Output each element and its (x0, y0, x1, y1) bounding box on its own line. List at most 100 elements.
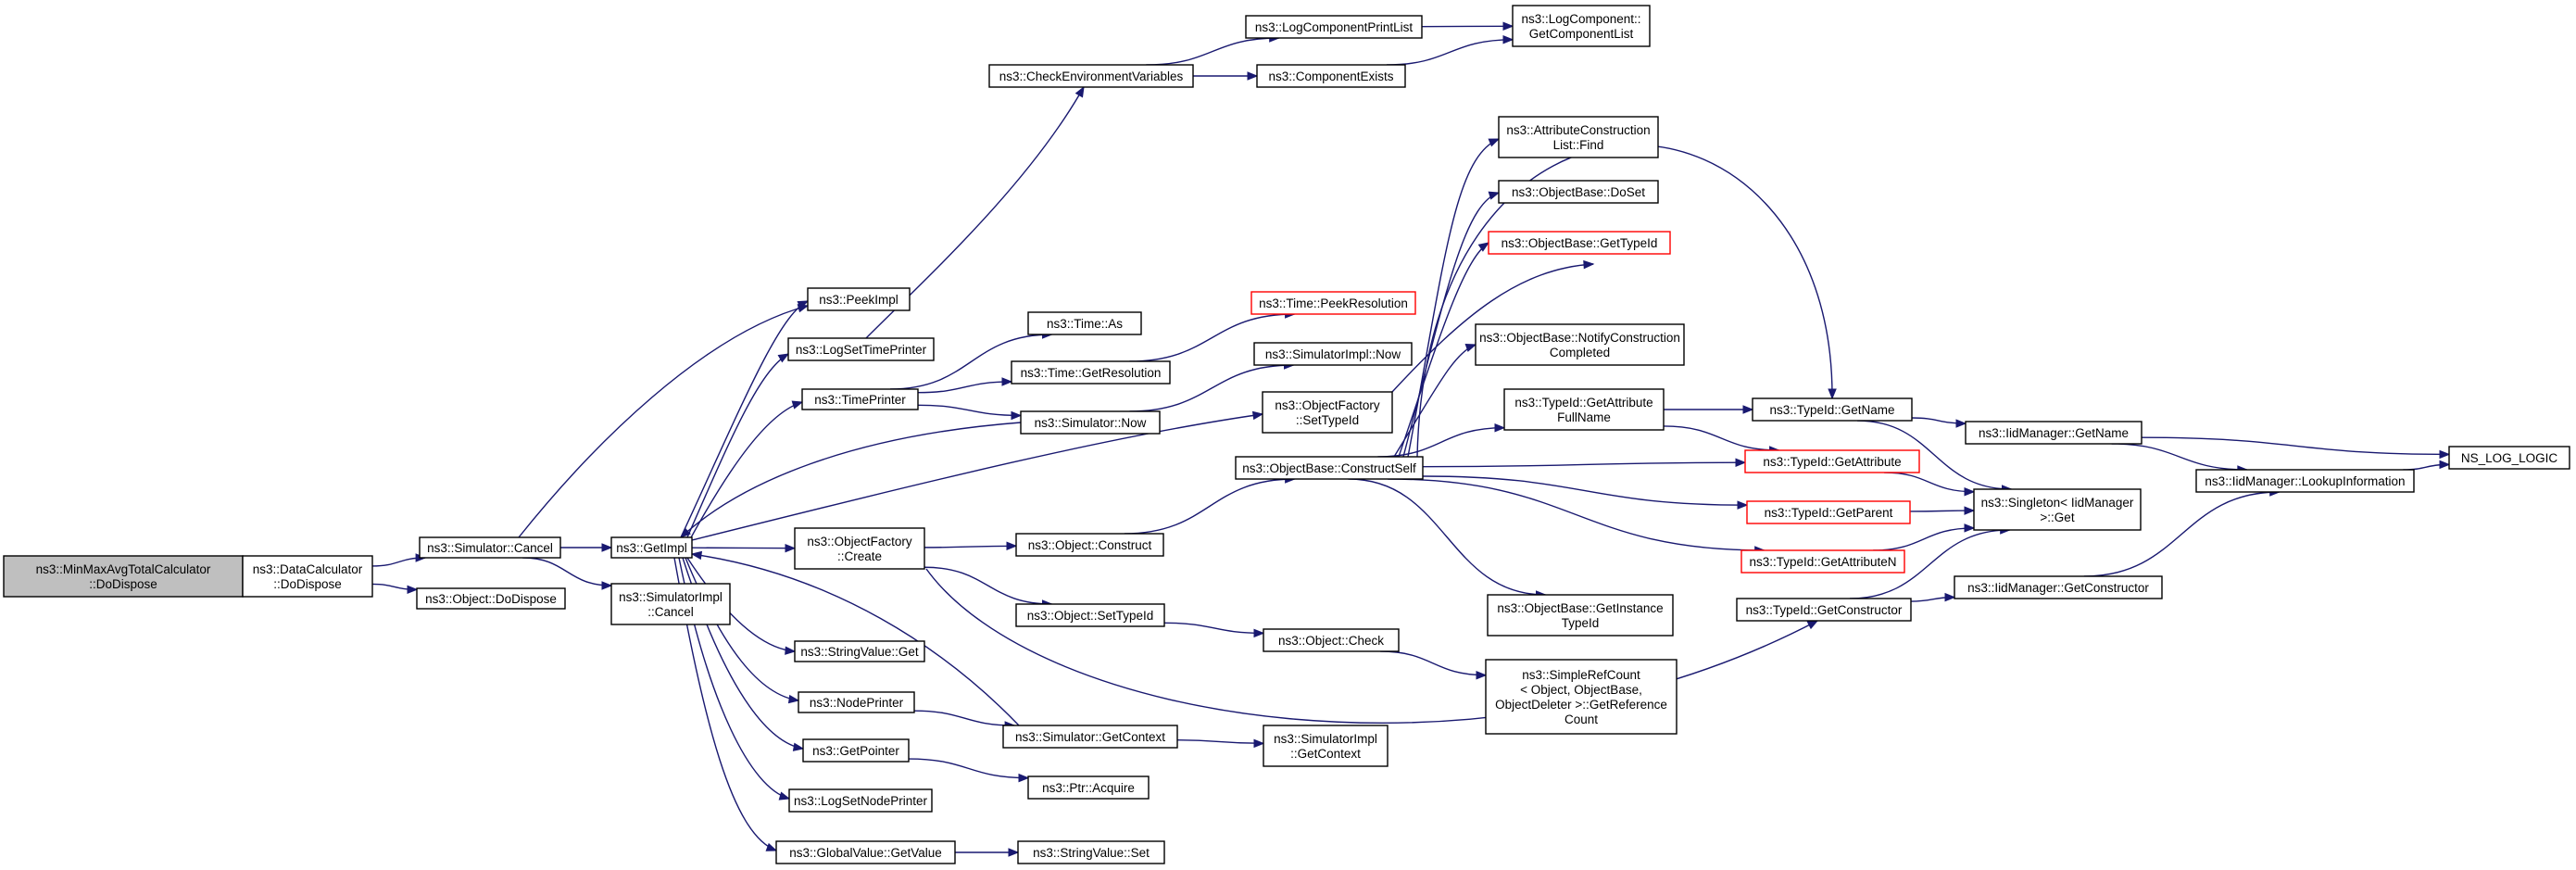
node-objbase_gettypeid[interactable]: ns3::ObjectBase::GetTypeId (1488, 231, 1671, 255)
node-ptr_acquire[interactable]: ns3::Ptr::Acquire (1027, 775, 1150, 800)
node-box (1235, 456, 1424, 480)
node-iidmanager_lookup[interactable]: ns3::IidManager::LookupInformation (2195, 469, 2415, 493)
edge-line (1377, 427, 1505, 458)
node-typeid_getconstructor[interactable]: ns3::TypeId::GetConstructor (1736, 598, 1912, 622)
node-objfactory_create[interactable]: ns3::ObjectFactory::Create (794, 527, 925, 570)
node-objbase_constructself[interactable]: ns3::ObjectBase::ConstructSelf (1235, 456, 1424, 480)
node-globalvalue_getvalue[interactable]: ns3::GlobalValue::GetValue (775, 840, 956, 864)
node-nodeprinter[interactable]: ns3::NodePrinter (798, 691, 915, 713)
node-iidmanager_getname[interactable]: ns3::IidManager::GetName (1965, 421, 2142, 445)
node-box (787, 337, 935, 361)
edge-iidmanager_getname-to-iidmanager_lookup (2111, 443, 2249, 474)
node-getimpl[interactable]: ns3::GetImpl (610, 536, 693, 559)
edge-line (2083, 491, 2280, 577)
node-box (1245, 15, 1423, 39)
edge-arrowhead (1006, 541, 1018, 551)
node-simimpl_cancel[interactable]: ns3::SimulatorImpl::Cancel (610, 583, 731, 625)
node-label: GetComponentList (1529, 27, 1634, 41)
edge-obj_construct-to-objbase_constructself (1124, 474, 1296, 535)
node-label: ns3::IidManager::LookupInformation (2205, 474, 2405, 488)
node-label: ns3::SimulatorImpl::Now (1265, 347, 1401, 361)
node-label: ns3::Simulator::Cancel (427, 541, 553, 555)
edge-line (691, 553, 1020, 726)
edge-arrowhead (1476, 670, 1488, 680)
node-typeid_getattributen[interactable]: ns3::TypeId::GetAttributeN (1740, 549, 1905, 574)
edge-arrowhead (1253, 738, 1265, 749)
node-dc_dodispose[interactable]: ns3::DataCalculator::DoDispose (242, 555, 373, 598)
node-box (1262, 391, 1393, 434)
node-sim_cancel[interactable]: ns3::Simulator::Cancel (419, 536, 561, 559)
edge-arrowhead (2439, 460, 2451, 470)
node-box (775, 840, 956, 864)
node-label: ns3::TypeId::GetParent (1765, 506, 1893, 520)
node-sim_getcontext[interactable]: ns3::Simulator::GetContext (1002, 725, 1178, 749)
node-simplerefcount[interactable]: ns3::SimpleRefCount< Object, ObjectBase,… (1485, 659, 1678, 735)
node-typeid_getattribute[interactable]: ns3::TypeId::GetAttribute (1744, 449, 1920, 473)
node-obj_construct[interactable]: ns3::Object::Construct (1015, 533, 1164, 557)
node-obj_check[interactable]: ns3::Object::Check (1263, 628, 1400, 652)
node-sim_now[interactable]: ns3::Simulator::Now (1020, 410, 1161, 435)
edge-arrowhead (1964, 487, 1976, 497)
node-singleton_get[interactable]: ns3::Singleton< IidManager>::Get (1973, 488, 2142, 531)
node-timeprinter[interactable]: ns3::TimePrinter (801, 388, 919, 410)
node-objbase_notify[interactable]: ns3::ObjectBase::NotifyConstructionCompl… (1475, 323, 1685, 366)
edge-line (1663, 425, 1779, 451)
node-simimpl_getcontext[interactable]: ns3::SimulatorImpl::GetContext (1263, 725, 1389, 767)
node-time_getresolution[interactable]: ns3::Time::GetResolution (1011, 360, 1171, 385)
node-ns_log_logic[interactable]: NS_LOG_LOGIC (2448, 446, 2570, 470)
node-getpointer[interactable]: ns3::GetPointer (802, 738, 910, 763)
node-stringvalue_get[interactable]: ns3::StringValue::Get (794, 640, 925, 662)
node-label: ns3::StringValue::Set (1033, 846, 1150, 860)
node-obj_settypeid[interactable]: ns3::Object::SetTypeId (1015, 603, 1165, 627)
node-objbase_doset[interactable]: ns3::ObjectBase::DoSet (1498, 180, 1659, 204)
edge-obj_check-to-simplerefcount (1380, 650, 1488, 680)
node-label: ns3::IidManager::GetConstructor (1967, 581, 2149, 595)
edge-logsettimeprinter-to-checkenv (865, 85, 1085, 339)
edge-getimpl-to-logsettimeprinter (686, 353, 790, 538)
edge-line (680, 422, 1022, 538)
edge-arrowhead (1074, 85, 1085, 98)
edge-line (1388, 478, 1765, 551)
edge-arrowhead (2439, 449, 2451, 460)
node-peekimpl[interactable]: ns3::PeekImpl (807, 287, 911, 311)
node-stringvalue_set[interactable]: ns3::StringValue::Set (1017, 840, 1165, 864)
node-logsettimeprinter[interactable]: ns3::LogSetTimePrinter (787, 337, 935, 361)
node-box (3, 555, 244, 598)
node-checkenv[interactable]: ns3::CheckEnvironmentVariables (988, 64, 1194, 88)
node-componentexists[interactable]: ns3::ComponentExists (1256, 64, 1406, 88)
node-simimpl_now[interactable]: ns3::SimulatorImpl::Now (1253, 342, 1413, 366)
edge-getimpl-to-peekimpl (680, 300, 810, 538)
node-typeid_getparent[interactable]: ns3::TypeId::GetParent (1746, 500, 1911, 524)
node-time_peekresolution[interactable]: ns3::Time::PeekResolution (1250, 291, 1416, 315)
call-graph-nodes: ns3::MinMaxAvgTotalCalculator::DoDispose… (3, 5, 2570, 864)
node-label: ns3::TimePrinter (814, 393, 906, 407)
node-box (1740, 549, 1905, 574)
edge-arrowhead (1464, 343, 1477, 352)
node-objfactory_settypeid[interactable]: ns3::ObjectFactory::SetTypeId (1262, 391, 1393, 434)
edge-line (1380, 650, 1487, 676)
edge-line (1124, 478, 1295, 535)
node-typeid_getname[interactable]: ns3::TypeId::GetName (1752, 397, 1913, 422)
node-label: ::GetContext (1290, 747, 1361, 761)
node-time_as[interactable]: ns3::Time::As (1027, 311, 1142, 335)
node-box (1263, 725, 1389, 767)
node-obj_dodispose[interactable]: ns3::Object::DoDispose (416, 587, 566, 610)
edge-checkenv-to-logcomponentprintlist (1146, 33, 1281, 66)
node-logcomponentprintlist[interactable]: ns3::LogComponentPrintList (1245, 15, 1423, 39)
node-label: ns3::Time::GetResolution (1021, 366, 1162, 380)
edge-timeprinter-to-sim_now (917, 404, 1023, 421)
edge-line (924, 566, 1052, 605)
edge-getimpl-to-objfactory_settypeid (691, 410, 1264, 541)
edge-line (1856, 420, 2012, 490)
node-iidmanager_getconstructor[interactable]: ns3::IidManager::GetConstructor (1954, 575, 2163, 599)
node-label: ::Cancel (647, 605, 694, 619)
node-logcomponent_getlist[interactable]: ns3::LogComponent::GetComponentList (1512, 5, 1651, 47)
node-logsetnodeprinter[interactable]: ns3::LogSetNodePrinter (788, 788, 933, 813)
node-label: ns3::ObjectFactory (1275, 398, 1380, 412)
edge-arrowhead (1001, 377, 1013, 386)
node-box (2448, 446, 2570, 470)
